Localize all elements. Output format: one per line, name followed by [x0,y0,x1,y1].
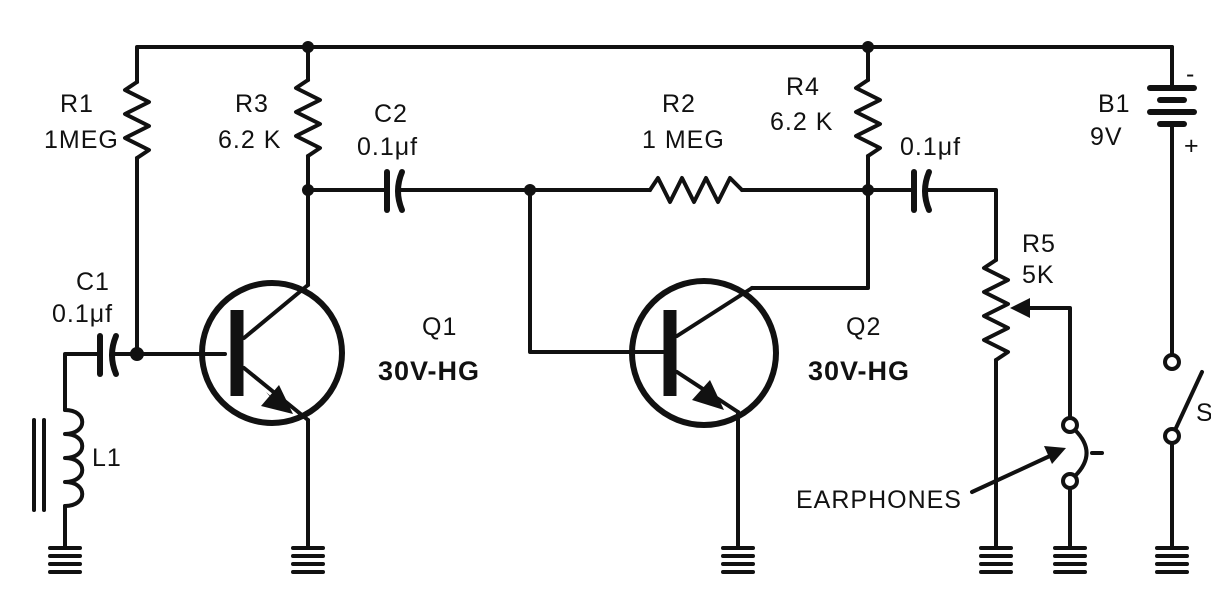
c2-ref: C2 [374,100,408,128]
l1-ref: L1 [92,444,122,472]
battery-b1 [1147,45,1197,357]
transistor-q1 [199,280,345,550]
ground-q2 [721,546,755,574]
earphone-jack [1061,416,1104,550]
capacitor-output [866,169,998,262]
r5-value: 5K [1022,261,1055,289]
r2-value: 1 MEG [642,126,725,154]
r5-ref: R5 [1022,230,1056,258]
earphones-arrow [970,446,1066,494]
potentiometer-r5 [982,258,1072,550]
capacitor-c2 [306,169,536,213]
b1-plus: + [1184,132,1200,160]
ground-q1 [291,546,325,574]
r4-ref: R4 [786,73,820,101]
b1-value: 9V [1090,123,1123,151]
c1-ref: C1 [76,268,110,296]
transistor-q2 [528,188,779,550]
q1-value: 30V-HG [378,356,480,386]
q2-ref: Q2 [846,313,881,341]
switch-s [1163,353,1204,550]
r2-ref: R2 [662,90,696,118]
q1-ref: Q1 [422,313,457,341]
c3-value: 0.1μf [900,133,961,161]
b1-ref: B1 [1098,90,1131,118]
resistor-r4 [750,45,882,290]
ground-r5 [979,546,1013,574]
q2-value: 30V-HG [808,356,910,386]
resistor-r3 [294,45,322,287]
r1-value: 1MEG [44,126,119,154]
c1-value: 0.1μf [52,300,113,328]
inductor-l1 [32,408,85,550]
resistor-r2 [528,176,870,204]
ground-jack [1053,546,1087,574]
top-rail [135,41,1174,87]
b1-minus: - [1186,60,1195,88]
resistor-r1 [123,80,151,356]
r1-ref: R1 [60,90,94,118]
capacitor-c1 [63,333,227,412]
ground-switch [1155,546,1189,574]
s-ref: S [1196,399,1211,427]
r3-ref: R3 [235,90,269,118]
ground-l1 [48,546,82,574]
r3-value: 6.2 K [218,126,281,154]
r4-value: 6.2 K [770,108,833,136]
earphones-label: EARPHONES [796,486,962,514]
c2-value: 0.1μf [357,133,418,161]
